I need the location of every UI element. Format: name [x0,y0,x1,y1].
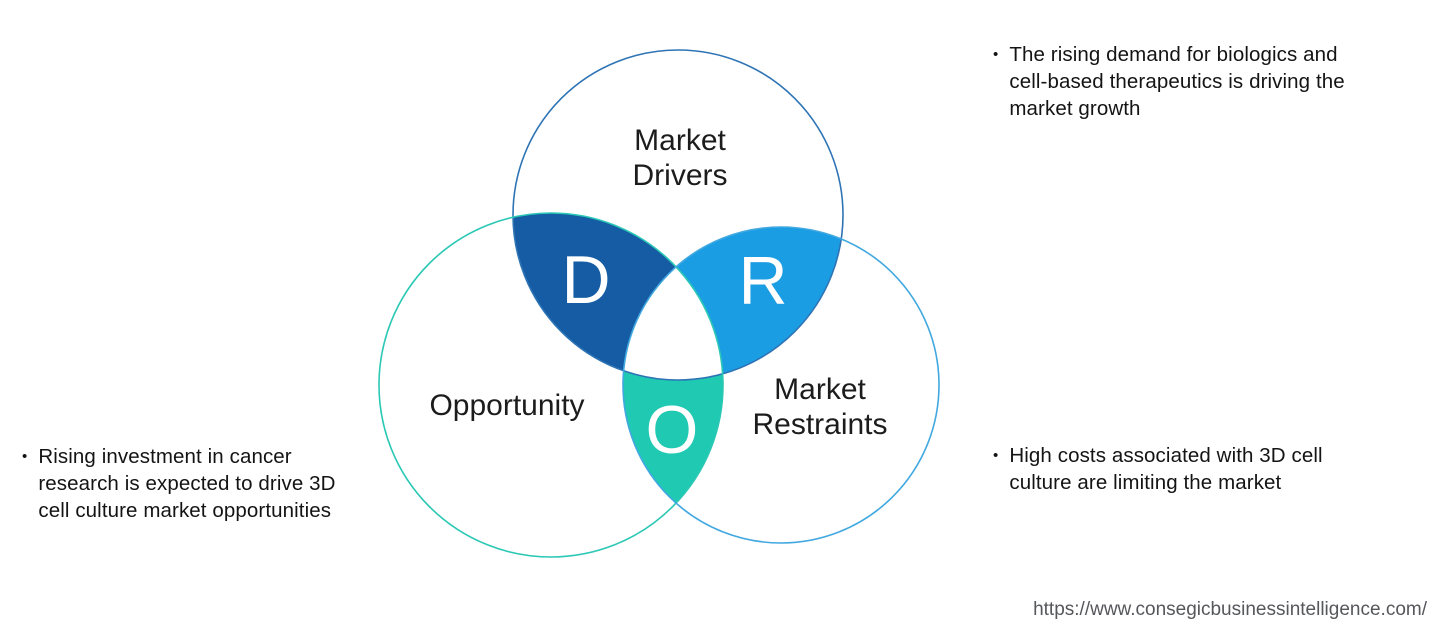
bullet-restraints: • High costs associated with 3D cell cul… [993,442,1438,496]
drivers-lens-fill [513,213,723,380]
bullet-marker-icon: • [993,447,999,464]
restraints-circle-outline [622,226,940,544]
drivers-lens [513,213,723,380]
opportunity-label: Opportunity [429,389,584,422]
bullet-marker-icon: • [22,448,28,465]
source-url: https://www.consegicbusinessintelligence… [1033,599,1427,620]
restraints-label-line1: Market [774,373,866,406]
drivers-circle-outline [512,49,844,381]
letter-r: R [738,243,787,319]
restraints-label-line2: Restraints [752,408,887,441]
bullet-drivers-text: The rising demand for biologics and cell… [1009,43,1345,120]
bullet-restraints-text: High costs associated with 3D cell cultu… [1009,444,1323,494]
letter-o: O [646,392,699,468]
center-overlap-fill [623,227,723,380]
letter-d: D [561,242,610,318]
bullet-drivers: • The rising demand for biologics and ce… [993,41,1438,122]
bullet-opportunity: • Rising investment in cancer research i… [22,443,402,524]
bullet-marker-icon: • [993,46,999,63]
center-overlap [623,227,723,380]
drivers-label-line1: Market [634,124,726,157]
bullet-opportunity-text: Rising investment in cancer research is … [38,445,336,522]
drivers-label-line2: Drivers [633,159,728,192]
opportunity-circle-outline [378,212,724,558]
